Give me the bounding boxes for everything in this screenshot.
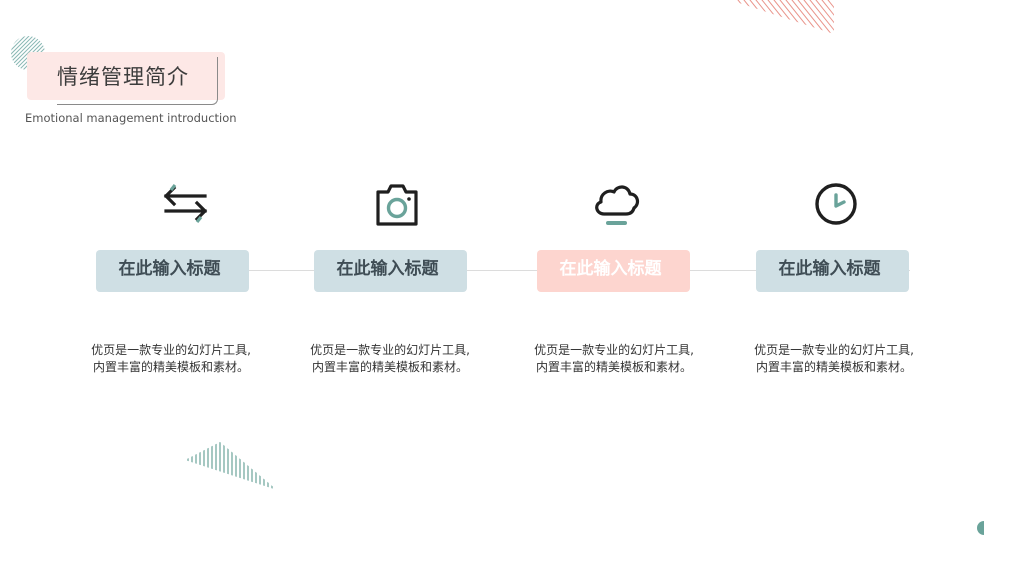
- step-4-title: 在此输入标题: [756, 250, 909, 292]
- striped-circle-decoration: [11, 36, 45, 70]
- step-2-description: 优页是一款专业的幻灯片工具, 内置丰富的精美模板和素材。: [290, 342, 490, 376]
- step-3-description: 优页是一款专业的幻灯片工具, 内置丰富的精美模板和素材。: [514, 342, 714, 376]
- step-4-desc-line-1: 优页是一款专业的幻灯片工具,: [754, 343, 914, 357]
- step-3-desc-line-2: 内置丰富的精美模板和素材。: [535, 360, 692, 374]
- step-1-description: 优页是一款专业的幻灯片工具, 内置丰富的精美模板和素材。: [71, 342, 271, 376]
- step-4-desc-line-2: 内置丰富的精美模板和素材。: [755, 360, 912, 374]
- step-3-desc-line-1: 优页是一款专业的幻灯片工具,: [534, 343, 694, 357]
- cloud-icon: [595, 185, 640, 225]
- title-block: 情绪管理简介: [27, 52, 225, 105]
- step-2-desc-line-2: 内置丰富的精美模板和素材。: [311, 360, 468, 374]
- step-4-description: 优页是一款专业的幻灯片工具, 内置丰富的精美模板和素材。: [734, 342, 934, 376]
- camera-icon: [376, 184, 418, 226]
- timeline-connector: [100, 270, 910, 271]
- pink-striped-triangle-decoration: [730, 0, 834, 34]
- clock-icon: [815, 183, 857, 225]
- teal-half-circle-decoration: [977, 521, 984, 535]
- swap-arrows-icon: [163, 184, 208, 223]
- step-3-title: 在此输入标题: [537, 250, 690, 292]
- title-frame-line: [57, 57, 218, 105]
- step-2-desc-line-1: 优页是一款专业的幻灯片工具,: [310, 343, 470, 357]
- step-1-desc-line-1: 优页是一款专业的幻灯片工具,: [91, 343, 251, 357]
- step-1-title: 在此输入标题: [96, 250, 249, 292]
- teal-striped-triangle-decoration: [187, 442, 273, 490]
- page-title: 情绪管理简介: [57, 65, 189, 89]
- step-1-desc-line-2: 内置丰富的精美模板和素材。: [92, 360, 249, 374]
- page-subtitle: Emotional management introduction: [25, 111, 237, 125]
- step-2-title: 在此输入标题: [314, 250, 467, 292]
